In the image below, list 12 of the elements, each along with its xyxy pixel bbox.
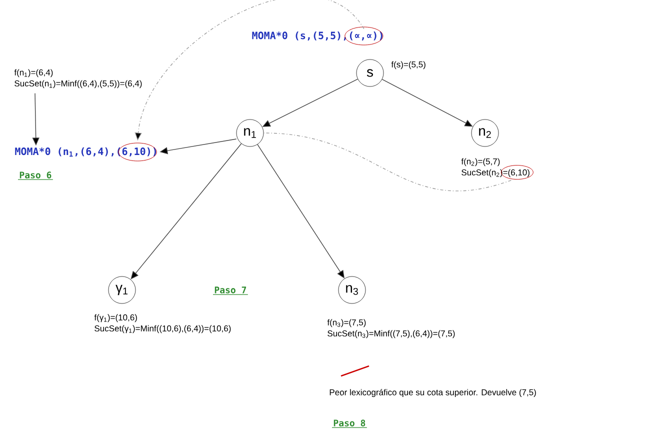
step-label: Paso 7 [212, 286, 248, 295]
moma-call-text: MOMA*0 (s,(5,5),(∝,∝)) [252, 32, 382, 40]
note-text: Peor lexicográfico que su cota superior. Devuelve (7,5) [330, 388, 536, 397]
node-info-text: f(n$_{2}$)=(5,7) SucSet(n$_{2}$)=(6,10) [461, 158, 530, 178]
arrow [130, 143, 242, 280]
step-label: Paso 6 [18, 172, 54, 180]
node-info-text: f(s)=(5,5) [391, 61, 426, 70]
step-label: Paso 8 [332, 420, 368, 428]
dashed-connector [263, 132, 512, 192]
node-info-text: f(γ$_{1}$)=(10,6) SucSet(γ$_{1}$)=Minf((10,6),(6,4))=(10,6) [94, 314, 231, 334]
node-info-text: f(n$_{3}$)=(7,5) SucSet(n$_{3}$)=Minf((7,5),(6,4))=(7,5) [327, 319, 455, 338]
node-info-text: f(n$_{1}$)=(6,4) SucSet(n$_{1}$)=Minf((6,4),(5,5))=(6,4) [14, 69, 142, 88]
